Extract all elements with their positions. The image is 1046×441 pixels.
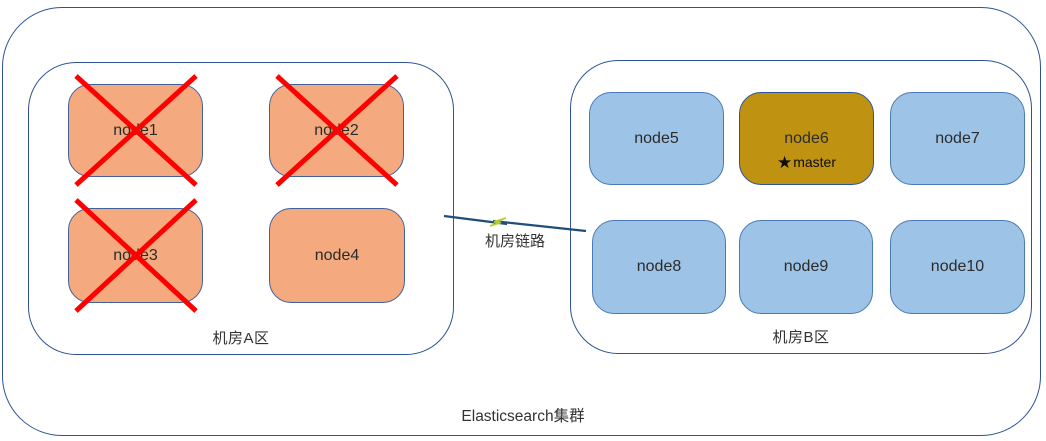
node-node1: node1 bbox=[68, 84, 203, 177]
node-node7: node7 bbox=[890, 92, 1025, 185]
node-label: node9 bbox=[783, 258, 829, 275]
node-label: node5 bbox=[634, 129, 679, 147]
master-badge: ★master bbox=[740, 153, 873, 173]
zone-a-label: 机房A区 bbox=[212, 330, 270, 347]
zone-a-boundary: 机房A区 bbox=[28, 62, 454, 355]
node-node4: node4 bbox=[269, 208, 405, 303]
node-node5: node5 bbox=[589, 92, 724, 185]
node-label: node2 bbox=[314, 121, 359, 139]
node-node3: node3 bbox=[68, 208, 203, 303]
zone-b-label: 机房B区 bbox=[772, 329, 830, 346]
node-node8: node8 bbox=[592, 220, 726, 314]
node-label: node4 bbox=[314, 246, 360, 264]
node-label: node7 bbox=[935, 129, 980, 147]
master-label: master bbox=[793, 154, 837, 170]
cluster-title: Elasticsearch集群 bbox=[461, 408, 585, 425]
node-label: node10 bbox=[930, 258, 985, 275]
node-node6-master: node6 ★master bbox=[739, 92, 874, 185]
datacenter-link-label: 机房链路 bbox=[484, 233, 545, 250]
node-label: node3 bbox=[113, 246, 158, 264]
zone-b-boundary: 机房B区 bbox=[570, 60, 1032, 354]
cluster-boundary bbox=[2, 7, 1041, 436]
node-label: node6 bbox=[784, 129, 829, 147]
node-label: node1 bbox=[113, 121, 158, 139]
node-node9: node9 bbox=[739, 220, 873, 314]
node-node10: node10 bbox=[890, 220, 1025, 314]
node-node2: node2 bbox=[269, 84, 404, 177]
master-star-icon: ★ bbox=[776, 153, 793, 172]
node-label: node8 bbox=[636, 258, 682, 275]
